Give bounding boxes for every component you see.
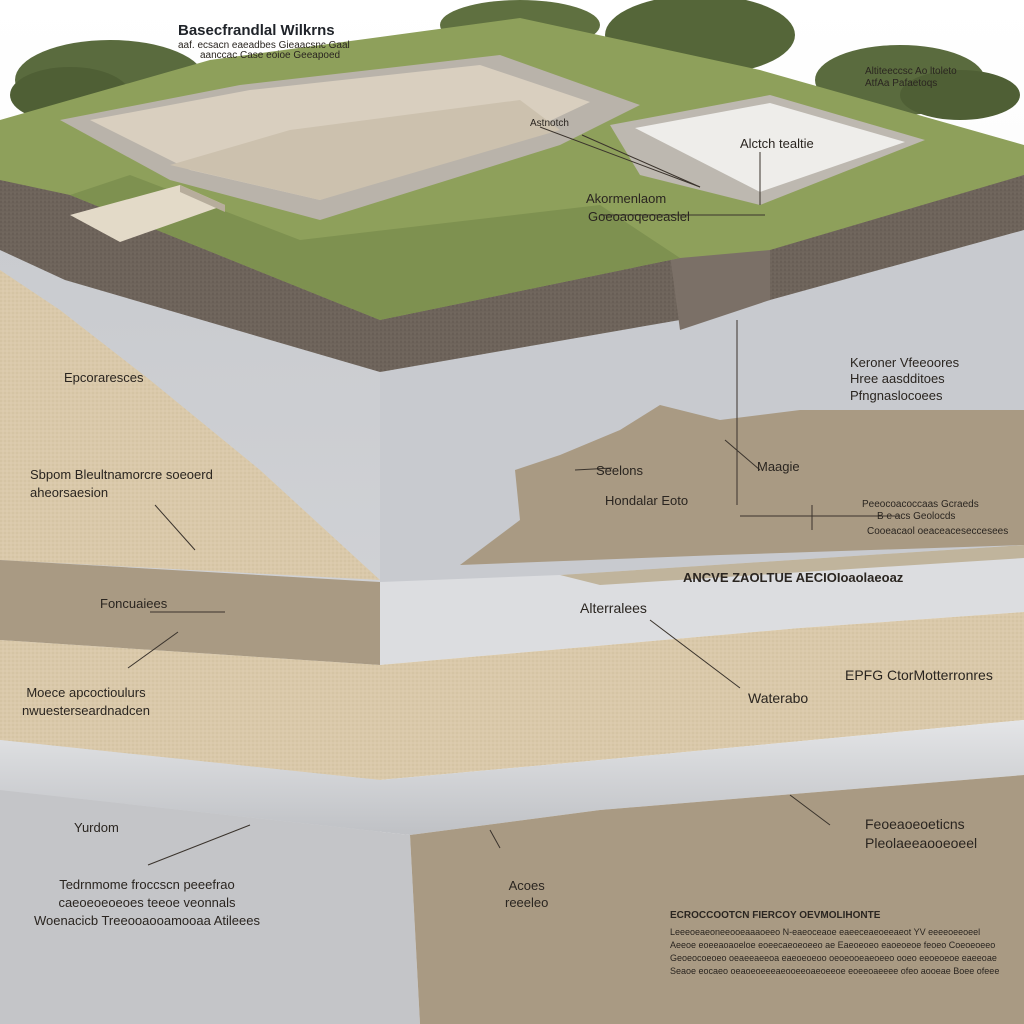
diagram-title: Basecfrandlal Wilkrns [178,22,335,39]
bottom-clay-block [410,775,1024,1024]
callout-handaler: Hondalar Eoto [605,493,689,508]
callout-acoos: Acoes reeeleo [505,878,549,910]
bottom-gray-block [0,790,420,1024]
concrete-slab [0,720,1024,835]
diagram-subtitle-1: aaf. ecsacn eaeadbes Gieaacsnc Gaal [178,40,350,51]
diagram-subtitle-2: aanccac Case eoioe Geeapoed [200,50,341,61]
callout-right-pad: Alctch tealtie [740,136,814,151]
callout-bottom-right: Feoeaoeoeticns Pleolaeeaooeoeel [865,816,978,851]
walkway [70,185,225,242]
callout-left-band: Moece apcoctioulurs nwuesterseardnadcen [22,685,150,718]
callout-yurdom: Yurdom [74,820,119,835]
callout-left-upper: Epcoraresces [64,370,144,385]
walkway-edge [180,185,225,212]
callout-mid-2: Goeoaoqeoeaslel [588,209,690,224]
main-pad-sunk [170,100,560,200]
band-right-slab [380,545,1024,665]
leader-lines [127,126,900,866]
callout-small-right: Peeocoacoccaas Gcraeds B e acs Geolocds [862,499,979,522]
callout-right-list: Keroner Vfeeoores Hree aasdditoes Pfngna… [850,355,960,403]
curb-block [670,245,770,330]
grass-shade [70,175,680,320]
callout-pad: Astnotch [530,118,569,129]
right-pad-inner [635,103,905,192]
callout-seelons: Seelons [596,463,643,478]
callout-right-big: EPFG CtorMotterronres [845,667,993,683]
clay-layer-right [460,405,1024,565]
band-right-top [560,545,1024,585]
callout-waterabo: Waterabo [748,690,809,706]
callout-top-right: Altiteeccsc Ao ltoleto AtfAa Pafaetoqs [865,66,957,89]
sand-wedge-left [0,270,380,580]
callout-maagie: Maagie [757,459,800,474]
callout-mid-1: Akormenlaom [586,191,667,206]
sand-layer-middle [0,612,1024,780]
callout-bottom-left: Tedrnmome froccscn peeefrao caeoeoeoeoes… [34,877,260,929]
callout-band: ANCVE ZAOLTUE AECIOIoaolaeoaz [683,570,904,585]
callout-alterralees: Alterralees [580,600,647,616]
notes-body: Leeeoeaeoneeooeaaaoeeo N-eaeoceaoe eaeec… [670,927,1000,977]
notes-title: ECROCCOOTCN FIERCOY OEVMOLIHONTE [670,910,881,921]
callout-foundation: Foncuaiees [100,596,168,611]
callout-left-mid: Sbpom Bleultnamorcre soeoerd aheorsaesio… [30,467,213,501]
callout-small-right-2: Cooeacaol oeaceaceseccesees [867,526,1009,537]
